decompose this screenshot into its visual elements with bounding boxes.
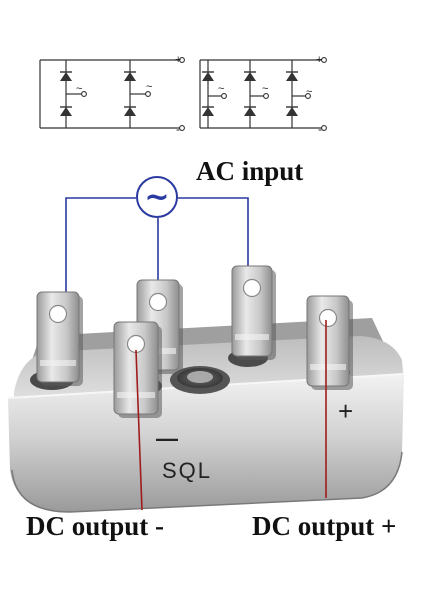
diode-icon [286, 106, 298, 116]
ac-input-label: AC input [196, 156, 303, 186]
svg-text:~: ~ [144, 180, 169, 215]
schematic-tilde-1: ~ [76, 83, 82, 95]
diode-icon [60, 71, 72, 81]
schematic-terminal [305, 93, 311, 99]
body-mark-minus: — [156, 426, 178, 451]
diode-icon [244, 71, 256, 81]
diode-icon [202, 71, 214, 81]
dc-wires [135, 320, 327, 511]
schematic-terminal [179, 57, 185, 63]
schematic-tilde-5: ~ [306, 86, 312, 98]
schematic-single-phase [39, 57, 185, 131]
schematic-tilde-3: ~ [218, 83, 224, 95]
dc-terminal-plus [306, 295, 353, 390]
schematic-terminal [321, 125, 327, 131]
diode-icon [124, 106, 136, 116]
dc-output-plus-label: DC output + [252, 511, 396, 541]
schematic-plus-right: + [316, 54, 322, 66]
schematic-terminal [145, 91, 151, 97]
diode-icon [286, 71, 298, 81]
schematic-terminal [221, 93, 227, 99]
diode-icon [60, 106, 72, 116]
mounting-hole [170, 366, 230, 394]
schematic-minus-left: - [176, 122, 180, 136]
diode-icon [202, 106, 214, 116]
schematic-three-phase [199, 57, 327, 131]
ac-terminal-left [36, 291, 83, 386]
schematic-terminal [179, 125, 185, 131]
schematic-terminal [81, 91, 87, 97]
diode-icon [124, 71, 136, 81]
schematic-tilde-2: ~ [146, 81, 152, 93]
schematic-terminal [263, 93, 269, 99]
schematic-terminal [321, 57, 327, 63]
ac-terminal-right [231, 265, 276, 360]
body-mark-plus: + [338, 396, 353, 426]
schematic-plus-left: + [175, 54, 181, 66]
schematic-minus-right: - [318, 122, 322, 136]
ac-source-icon: ~ [136, 176, 178, 218]
dc-output-minus-label: DC output - [26, 511, 164, 541]
terminal-tabs [36, 265, 353, 418]
diode-icon [244, 106, 256, 116]
schematic-tilde-4: ~ [262, 83, 268, 95]
body-brand: SQL [162, 458, 212, 483]
